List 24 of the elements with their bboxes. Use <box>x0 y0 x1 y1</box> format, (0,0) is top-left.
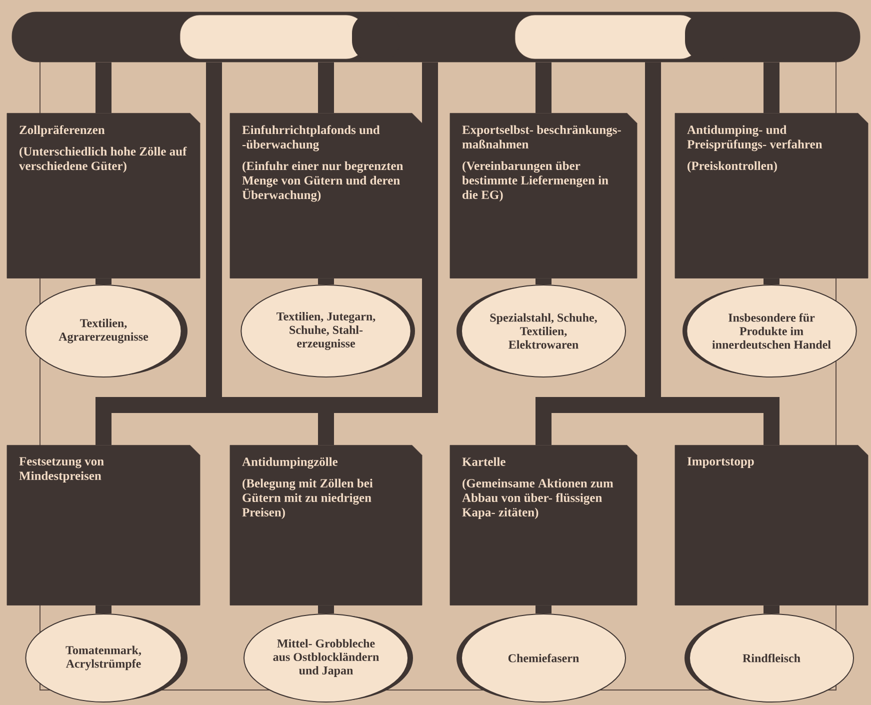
connector-pipe <box>318 278 334 284</box>
connector-pipe <box>96 62 112 113</box>
connector-pipe <box>764 605 780 614</box>
connector-pipe <box>645 62 780 445</box>
connector-pipe <box>536 62 552 113</box>
measure-box: Zollpräferenzen (Unterschiedlich hohe Zölle auf verschiedene Güter) <box>6 113 200 278</box>
connector-pipe <box>764 278 780 284</box>
measure-box: Antidumping- und Preisprüfungs- verfahren (Preiskontrollen) <box>674 113 868 278</box>
pipe-bar <box>12 12 860 62</box>
connector-pipe <box>96 62 438 445</box>
measure-box: Exportselbst- beschränkungs- maßnahmen (Vereinbarungen über bestimmte Liefermengen in die EG) <box>450 113 638 278</box>
connector-pipe <box>536 605 552 614</box>
measure-box: Einfuhrrichtplafonds und -überwachung (Einfuhr einer nur begrenzten Menge von Gütern und deren Überwachung) <box>230 113 422 278</box>
measure-box: Festsetzung von Mindestpreisen <box>6 445 200 606</box>
connector-pipe <box>318 605 334 614</box>
measure-box: Kartelle (Gemeinsame Aktionen zum Abbau von über- flüssigen Kapa- zitäten) <box>450 445 638 606</box>
measure-box: Antidumpingzölle (Belegung mit Zöllen bei Gütern mit zu niedrigen Preisen) <box>230 445 422 606</box>
connector-pipe <box>764 62 780 113</box>
connector-pipe <box>206 62 334 445</box>
connector-pipe <box>96 278 112 284</box>
connector-pipe <box>96 605 112 614</box>
measure-box: Importstopp <box>674 445 868 606</box>
connector-pipe <box>536 278 552 284</box>
connector-pipe <box>318 62 334 113</box>
